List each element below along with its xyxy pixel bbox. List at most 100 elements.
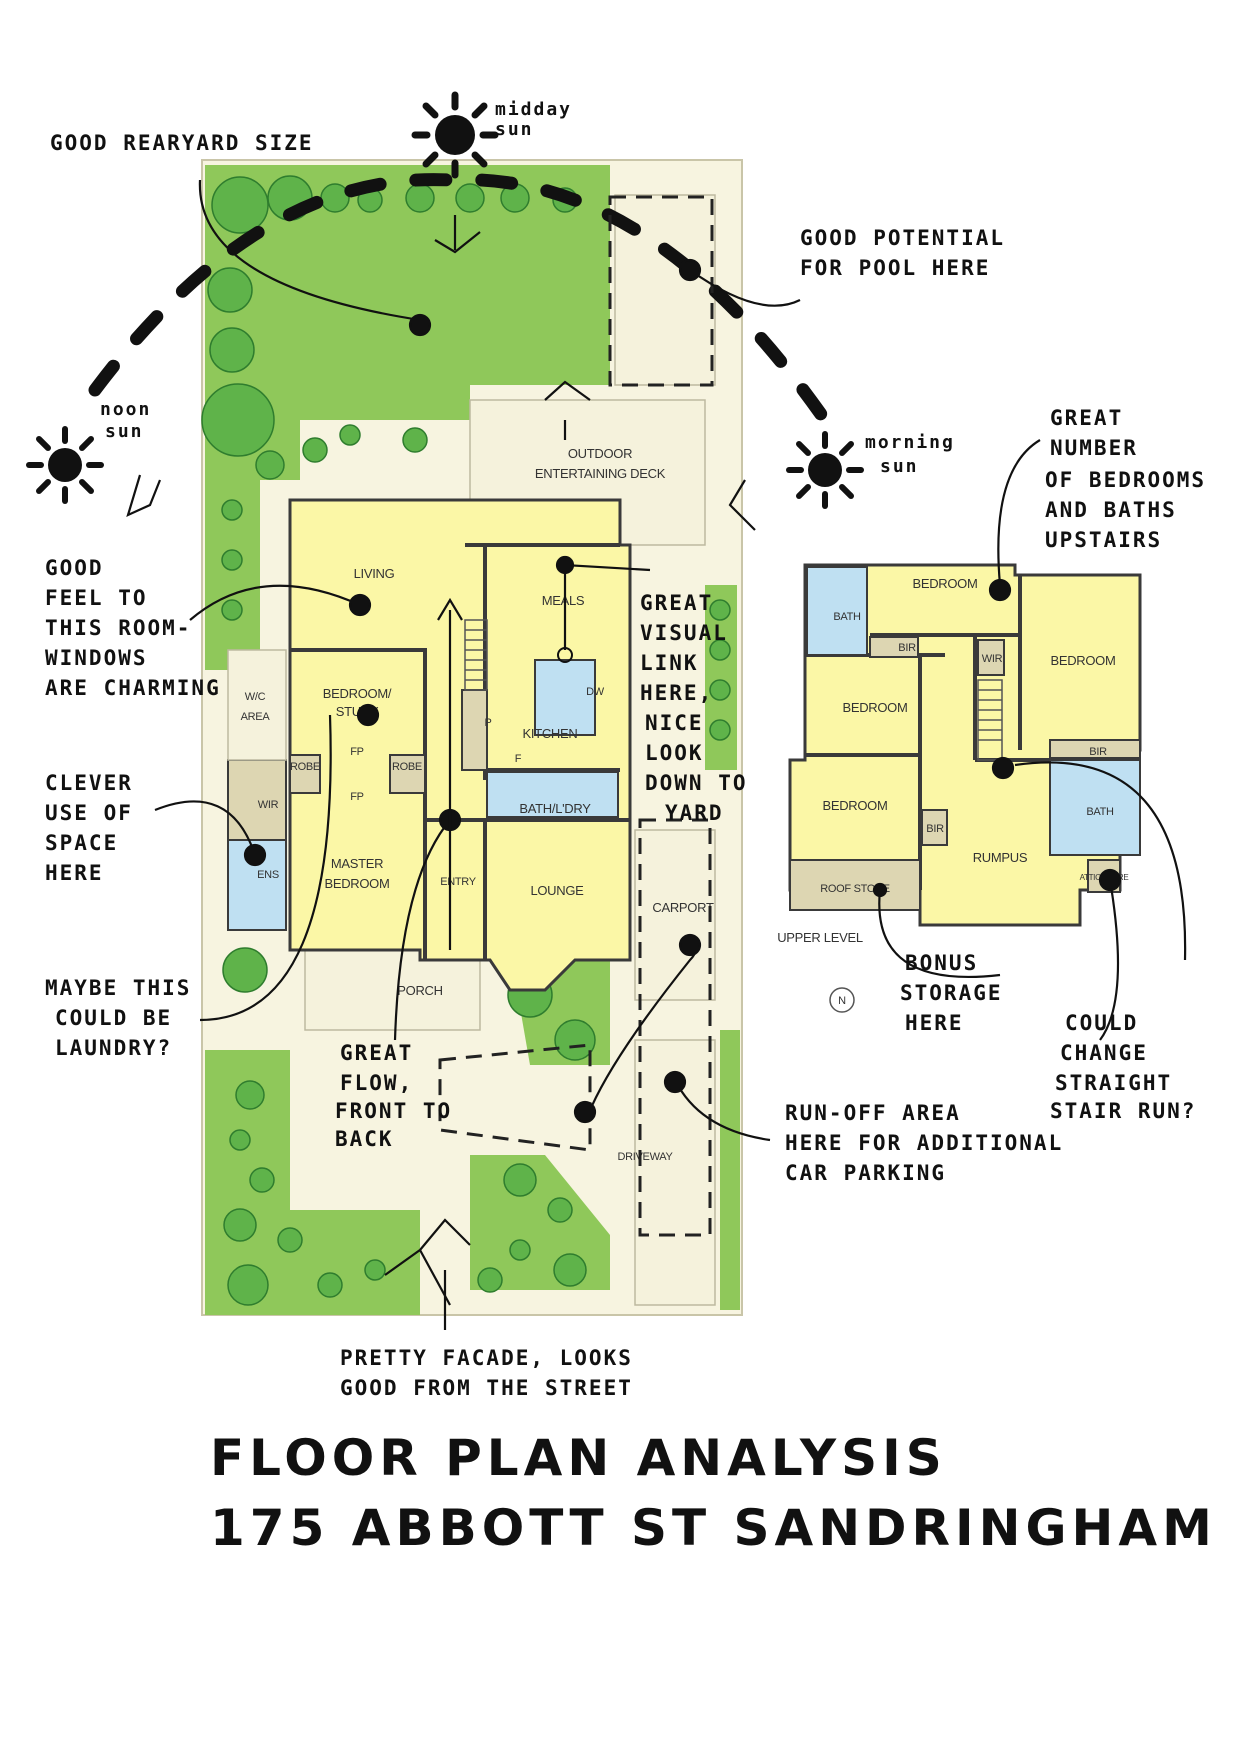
- note-flow-1: GREAT: [340, 1041, 413, 1065]
- driveway: [634, 1039, 716, 1306]
- label-fp-lower: FP: [350, 791, 363, 803]
- note-facade-1: PRETTY FACADE, LOOKS: [340, 1346, 633, 1370]
- note-visual-5: NICE: [645, 711, 704, 735]
- label-entry: ENTRY: [440, 876, 477, 888]
- note-visual-6: LOOK: [645, 741, 704, 765]
- carport: [634, 829, 716, 1001]
- label-kitchen: KITCHEN: [523, 726, 578, 741]
- note-noon-1: noon: [100, 399, 151, 420]
- note-runoff-3: CAR PARKING: [785, 1161, 946, 1185]
- note-flow-2: FLOW,: [340, 1071, 413, 1095]
- label-porch: PORCH: [397, 983, 442, 998]
- note-feel-3: THIS ROOM-: [45, 616, 191, 640]
- label-wir: WIR: [258, 799, 279, 811]
- label-bath-laundry: BATH/L'DRY: [519, 801, 591, 816]
- label-robe-right: ROBE: [392, 761, 422, 773]
- upper-bath-right: [1049, 759, 1141, 856]
- label-north: N: [838, 995, 846, 1007]
- label-living: LIVING: [354, 566, 395, 581]
- note-morning-1: morning: [865, 432, 955, 453]
- sun-arrows: [126, 215, 756, 1306]
- note-rear-yard: GOOD REARYARD SIZE: [50, 131, 314, 155]
- label-bedroom-study-1: BEDROOM/: [323, 686, 392, 701]
- note-bedrooms-5: UPSTAIRS: [1045, 528, 1162, 552]
- handwritten-notes: GOOD REARYARD SIZE midday sun GOOD POTEN…: [45, 99, 1206, 1400]
- note-stair-4: STAIR RUN?: [1050, 1099, 1196, 1123]
- label-outdoor-deck-2: ENTERTAINING DECK: [535, 466, 666, 481]
- label-upper-bedroom-3: BEDROOM: [842, 700, 907, 715]
- label-master-2: BEDROOM: [324, 876, 389, 891]
- note-stair-2: CHANGE: [1060, 1041, 1148, 1065]
- note-visual-2: VISUAL: [640, 621, 728, 645]
- label-upper-level: UPPER LEVEL: [777, 930, 863, 945]
- note-storage-1: BONUS: [905, 951, 978, 975]
- annotation-leaders: [154, 179, 1187, 1330]
- note-visual-4: HERE,: [640, 681, 713, 705]
- roof-store: [789, 859, 921, 911]
- label-meals: MEALS: [542, 593, 585, 608]
- label-outdoor-deck-1: OUTDOOR: [568, 446, 632, 461]
- note-noon-2: sun: [105, 421, 144, 442]
- walk-in-robe: [227, 759, 287, 841]
- label-upper-wir: WIR: [982, 653, 1003, 665]
- label-wc-area-2: AREA: [241, 711, 271, 723]
- room-labels-upper: BEDROOM BEDROOM BEDROOM BEDROOM BATH BAT…: [777, 576, 1129, 1013]
- note-bedrooms-2: NUMBER: [1050, 436, 1138, 460]
- note-stair-3: STRAIGHT: [1055, 1071, 1172, 1095]
- note-visual-3: LINK: [640, 651, 699, 675]
- sun-icon-midday: [411, 91, 499, 179]
- ground-floor: [227, 498, 632, 992]
- note-visual-1: GREAT: [640, 591, 713, 615]
- note-pool-2: FOR POOL HERE: [800, 256, 990, 280]
- note-runoff-2: HERE FOR ADDITIONAL: [785, 1131, 1063, 1155]
- label-driveway: DRIVEWAY: [617, 1151, 673, 1163]
- label-upper-bir-2: BIR: [926, 823, 944, 835]
- note-facade-2: GOOD FROM THE STREET: [340, 1376, 633, 1400]
- note-storage-3: HERE: [905, 1011, 964, 1035]
- note-runoff-1: RUN-OFF AREA: [785, 1101, 961, 1125]
- title-block: FLOOR PLAN ANALYSIS 175 ABBOTT ST SANDRI…: [210, 1429, 1217, 1557]
- note-visual-8: YARD: [665, 801, 724, 825]
- note-clever-4: HERE: [45, 861, 104, 885]
- upper-level: [788, 563, 1142, 927]
- label-dw: DW: [586, 686, 605, 698]
- label-robe-left: ROBE: [290, 761, 320, 773]
- note-clever-2: USE OF: [45, 801, 133, 825]
- note-storage-2: STORAGE: [900, 981, 1003, 1005]
- north-arrow-icon: [829, 987, 855, 1013]
- label-upper-bedroom-1: BEDROOM: [912, 576, 977, 591]
- label-fp-upper: FP: [350, 746, 363, 758]
- title-line-2: 175 ABBOTT ST SANDRINGHAM: [210, 1499, 1217, 1557]
- sun-icon-morning: [786, 431, 864, 509]
- note-bedrooms-3: OF BEDROOMS: [1045, 468, 1206, 492]
- label-upper-bedroom-2: BEDROOM: [1050, 653, 1115, 668]
- note-feel-4: WINDOWS: [45, 646, 148, 670]
- note-flow-4: BACK: [335, 1127, 394, 1151]
- upper-bath-left: [806, 566, 868, 656]
- label-ens: ENS: [257, 869, 279, 881]
- label-lounge: LOUNGE: [530, 883, 584, 898]
- label-upper-bath-right: BATH: [1086, 806, 1114, 818]
- label-upper-bedroom-4: BEDROOM: [822, 798, 887, 813]
- note-feel-1: GOOD: [45, 556, 104, 580]
- label-carport: CARPORT: [652, 900, 714, 915]
- note-flow-3: FRONT TO: [335, 1099, 452, 1123]
- note-clever-1: CLEVER: [45, 771, 133, 795]
- front-garden-left: [205, 1050, 420, 1315]
- porch: [304, 949, 481, 1031]
- note-midday-1: midday: [495, 99, 572, 120]
- rear-yard-lawn: [205, 165, 610, 480]
- runoff-outline: [438, 1043, 592, 1152]
- title-line-1: FLOOR PLAN ANALYSIS: [210, 1429, 947, 1487]
- note-laundry-1: MAYBE THIS: [45, 976, 191, 1000]
- note-laundry-3: LAUNDRY?: [55, 1036, 172, 1060]
- note-morning-2: sun: [880, 456, 919, 477]
- note-clever-3: SPACE: [45, 831, 118, 855]
- note-feel-5: ARE CHARMING: [45, 676, 221, 700]
- label-rumpus: RUMPUS: [973, 850, 1028, 865]
- label-pantry: P: [484, 717, 491, 729]
- sun-path-arc: [88, 173, 832, 427]
- side-lawn-right-front: [720, 1030, 740, 1310]
- label-wc-area-1: W/C: [245, 691, 266, 703]
